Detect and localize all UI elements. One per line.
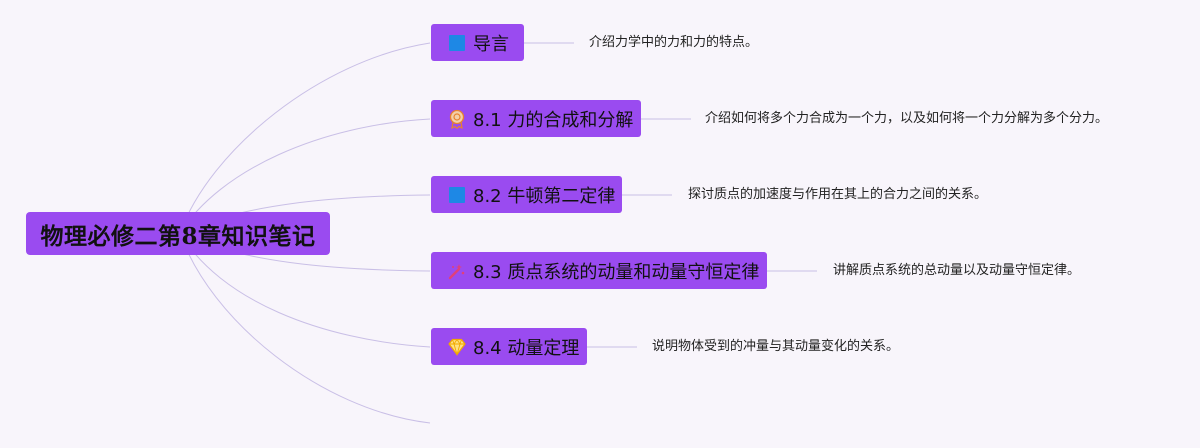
topic-intro-description: 介绍力学中的力和力的特点。 xyxy=(589,35,759,50)
topic-8-3[interactable]: 8.3 质点系统的动量和动量守恒定律 xyxy=(431,252,767,289)
topic-8-1-label: 8.1 力的合成和分解 xyxy=(473,109,634,131)
blue-square-icon xyxy=(447,185,467,205)
branch-curve-8-1 xyxy=(179,118,431,234)
topic-8-4-label: 8.4 动量定理 xyxy=(473,337,580,359)
topic-8-2[interactable]: 8.2 牛顿第二定律 xyxy=(431,176,622,213)
branch-curve-8-4 xyxy=(179,232,431,348)
branch-curve-intro xyxy=(179,42,431,234)
topic-intro-label: 导言 xyxy=(473,33,509,55)
topic-8-3-description: 讲解质点系统的总动量以及动量守恒定律。 xyxy=(833,263,1081,278)
topic-8-1[interactable]: 8.1 力的合成和分解 xyxy=(431,100,641,137)
root-topic[interactable]: 物理必修二第8章知识笔记 xyxy=(26,212,330,255)
topic-8-4-description: 说明物体受到的冲量与其动量变化的关系。 xyxy=(652,339,900,354)
topic-8-2-description: 探讨质点的加速度与作用在其上的合力之间的关系。 xyxy=(688,187,988,202)
root-topic-label: 物理必修二第8章知识笔记 xyxy=(40,222,316,250)
topic-8-2-label: 8.2 牛顿第二定律 xyxy=(473,185,616,207)
branch-curve-extra xyxy=(179,232,431,424)
blue-square-icon xyxy=(447,33,467,53)
medal-icon xyxy=(447,109,467,129)
topic-8-1-description: 介绍如何将多个力合成为一个力，以及如何将一个力分解为多个分力。 xyxy=(705,111,1109,126)
topic-intro[interactable]: 导言 xyxy=(431,24,524,61)
topic-8-3-label: 8.3 质点系统的动量和动量守恒定律 xyxy=(473,261,760,283)
topic-8-4[interactable]: 8.4 动量定理 xyxy=(431,328,587,365)
sparkle-icon xyxy=(447,261,467,281)
diamond-icon xyxy=(447,337,467,357)
